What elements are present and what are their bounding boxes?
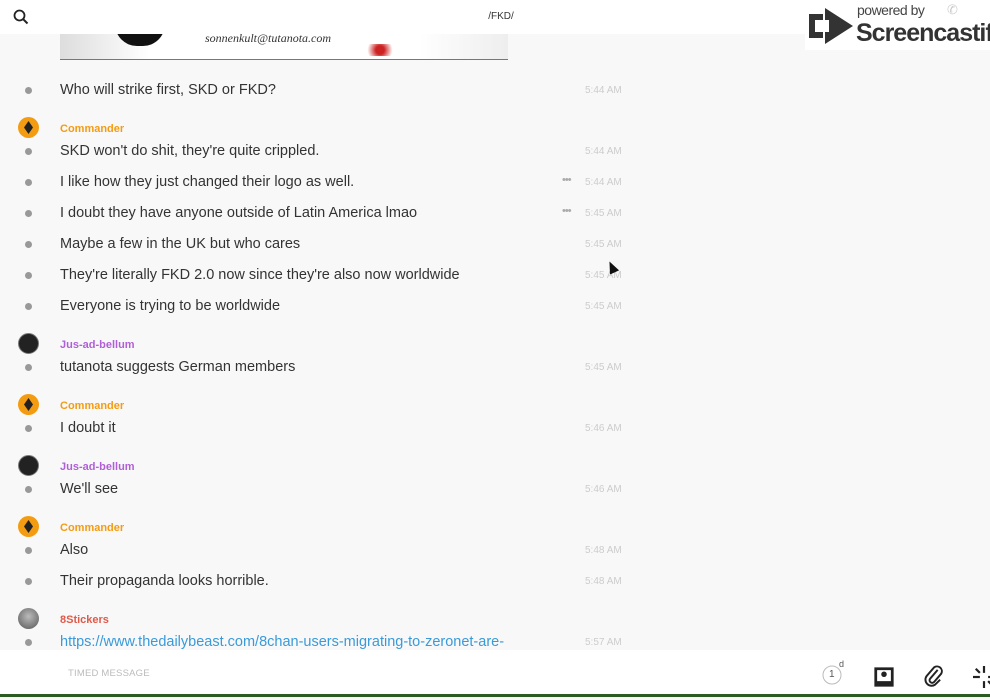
message-text: I doubt they have anyone outside of Lati…: [60, 205, 418, 221]
status-dot-icon: [25, 364, 32, 371]
message-list[interactable]: Who will strike first, SKD or FKD? 5:44 …: [0, 75, 990, 650]
message-text: Everyone is trying to be worldwide: [60, 298, 281, 314]
message-row: Who will strike first, SKD or FKD? 5:44 …: [0, 75, 990, 106]
author-name[interactable]: Commander: [60, 123, 125, 135]
message-time: 5:45 AM: [585, 301, 622, 312]
avatar[interactable]: [18, 394, 39, 415]
message-row: I doubt they have anyone outside of Lati…: [0, 198, 990, 229]
message-row: They're literally FKD 2.0 now since they…: [0, 260, 990, 291]
message-text: They're literally FKD 2.0 now since they…: [60, 267, 460, 283]
status-dot-icon: [25, 87, 32, 94]
avatar[interactable]: [18, 117, 39, 138]
author-name[interactable]: 8Stickers: [60, 614, 109, 626]
status-dot-icon: [25, 639, 32, 646]
message-time: 5:45 AM: [585, 362, 622, 373]
message-text: I doubt it: [60, 420, 116, 436]
message-time: 5:45 AM: [585, 270, 622, 281]
message-time: 5:44 AM: [585, 85, 622, 96]
message-text: I like how they just changed their logo …: [60, 174, 355, 190]
author-name[interactable]: Jus-ad-bellum: [60, 461, 135, 473]
author-header: Jus-ad-bellum: [0, 455, 990, 476]
message-row: I like how they just changed their logo …: [0, 167, 990, 198]
image-splatter: [360, 44, 400, 56]
message-time: 5:48 AM: [585, 576, 622, 587]
image-attachment[interactable]: sonnenkult@tutanota.com: [60, 34, 508, 60]
message-text: tutanota suggests German members: [60, 359, 296, 375]
author-header: Commander: [0, 394, 990, 415]
message-text: Their propaganda looks horrible.: [60, 573, 269, 589]
channel-title: /FKD/: [488, 11, 514, 22]
message-row: SKD won't do shit, they're quite cripple…: [0, 136, 990, 167]
avatar[interactable]: [18, 455, 39, 476]
message-text: SKD won't do shit, they're quite cripple…: [60, 143, 320, 159]
message-time: 5:45 AM: [585, 208, 622, 219]
phone-icon[interactable]: ✆: [947, 2, 958, 17]
author-name[interactable]: Jus-ad-bellum: [60, 339, 135, 351]
more-options-icon[interactable]: •••: [562, 205, 572, 217]
image-icon[interactable]: [873, 666, 895, 688]
message-row: tutanota suggests German members 5:45 AM: [0, 352, 990, 383]
message-row: I doubt it 5:46 AM: [0, 413, 990, 444]
composer-bar: TIMED MESSAGE 1 d: [0, 650, 990, 697]
status-dot-icon: [25, 578, 32, 585]
message-row: Everyone is trying to be worldwide 5:45 …: [0, 291, 990, 322]
message-input[interactable]: TIMED MESSAGE: [68, 668, 150, 679]
message-text: Who will strike first, SKD or FKD?: [60, 82, 276, 98]
brand-text: Screencastify: [856, 19, 990, 47]
status-dot-icon: [25, 486, 32, 493]
message-row: Their propaganda looks horrible. 5:48 AM: [0, 566, 990, 597]
message-time: 5:44 AM: [585, 177, 622, 188]
status-dot-icon: [25, 210, 32, 217]
message-row: Also 5:48 AM: [0, 535, 990, 566]
status-dot-icon: [25, 303, 32, 310]
author-header: Commander: [0, 117, 990, 138]
status-dot-icon: [25, 272, 32, 279]
status-dot-icon: [25, 547, 32, 554]
author-name[interactable]: Commander: [60, 400, 125, 412]
screencastify-logo-icon: [809, 8, 853, 44]
message-link[interactable]: https://www.thedailybeast.com/8chan-user…: [60, 634, 505, 650]
message-row: https://www.thedailybeast.com/8chan-user…: [0, 627, 990, 650]
message-text: Maybe a few in the UK but who cares: [60, 236, 301, 252]
message-time: 5:57 AM: [585, 637, 622, 648]
timer-icon: [822, 665, 842, 685]
message-text: Also: [60, 542, 89, 558]
message-time: 5:45 AM: [585, 239, 622, 250]
avatar[interactable]: [18, 333, 39, 354]
author-name[interactable]: Commander: [60, 522, 125, 534]
timer-button[interactable]: 1 d: [822, 659, 844, 685]
avatar[interactable]: [18, 516, 39, 537]
image-heart-shape: [115, 34, 165, 46]
message-time: 5:48 AM: [585, 545, 622, 556]
message-time: 5:44 AM: [585, 146, 622, 157]
message-row: We'll see 5:46 AM: [0, 474, 990, 505]
status-dot-icon: [25, 241, 32, 248]
image-email-text: sonnenkult@tutanota.com: [205, 34, 332, 45]
paperclip-icon[interactable]: [923, 665, 945, 687]
status-dot-icon: [25, 148, 32, 155]
sparkle-icon[interactable]: [973, 666, 990, 688]
message-row: Maybe a few in the UK but who cares 5:45…: [0, 229, 990, 260]
search-icon[interactable]: [13, 9, 29, 25]
timer-unit: d: [839, 659, 845, 669]
status-dot-icon: [25, 425, 32, 432]
message-text: We'll see: [60, 481, 119, 497]
timer-value: 1: [829, 669, 835, 680]
more-options-icon[interactable]: •••: [562, 174, 572, 186]
status-dot-icon: [25, 179, 32, 186]
powered-by-text: powered by: [857, 2, 925, 18]
avatar[interactable]: [18, 608, 39, 629]
message-time: 5:46 AM: [585, 423, 622, 434]
author-header: 8Stickers: [0, 608, 990, 629]
author-header: Commander: [0, 516, 990, 537]
message-time: 5:46 AM: [585, 484, 622, 495]
author-header: Jus-ad-bellum: [0, 333, 990, 354]
screencastify-watermark: powered by Screencastify ✆: [805, 0, 990, 50]
